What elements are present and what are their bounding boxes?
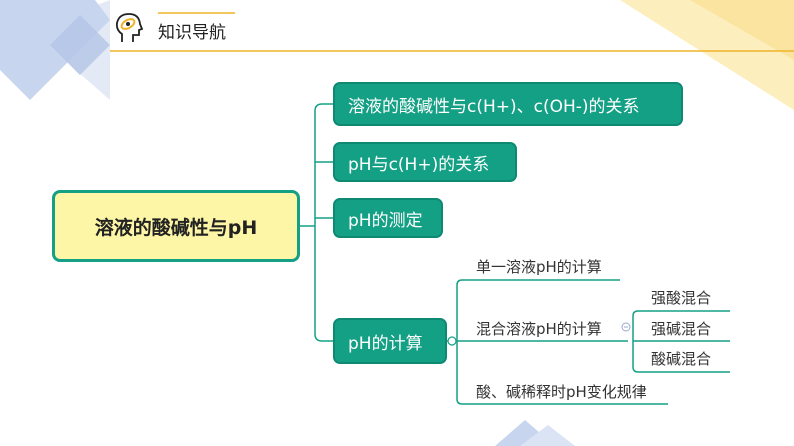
leaf-mixed-solution[interactable]: 混合溶液pH的计算	[476, 320, 602, 338]
leaf-single-solution[interactable]: 单一溶液pH的计算	[476, 258, 602, 276]
leaf-dilution-rule[interactable]: 酸、碱稀释时pH变化规律	[476, 383, 647, 401]
leaf-acid-base-mix[interactable]: 酸碱混合	[651, 350, 712, 368]
branch-ph-measurement[interactable]: pH的测定	[333, 198, 443, 238]
leaf-strong-acid-mix[interactable]: 强酸混合	[651, 289, 712, 307]
leaf-strong-base-mix[interactable]: 强碱混合	[651, 320, 712, 338]
branch-ph-calculation[interactable]: pH的计算	[333, 318, 447, 364]
page-title: 知识导航	[158, 23, 226, 43]
branch-ph-ch-relation[interactable]: pH与c(H+)的关系	[333, 142, 517, 182]
mindmap-root-node[interactable]: 溶液的酸碱性与pH	[52, 190, 300, 262]
brain-head-icon	[114, 12, 144, 48]
branch-acidity-relation[interactable]: 溶液的酸碱性与c(H+)、c(OH-)的关系	[333, 82, 683, 126]
